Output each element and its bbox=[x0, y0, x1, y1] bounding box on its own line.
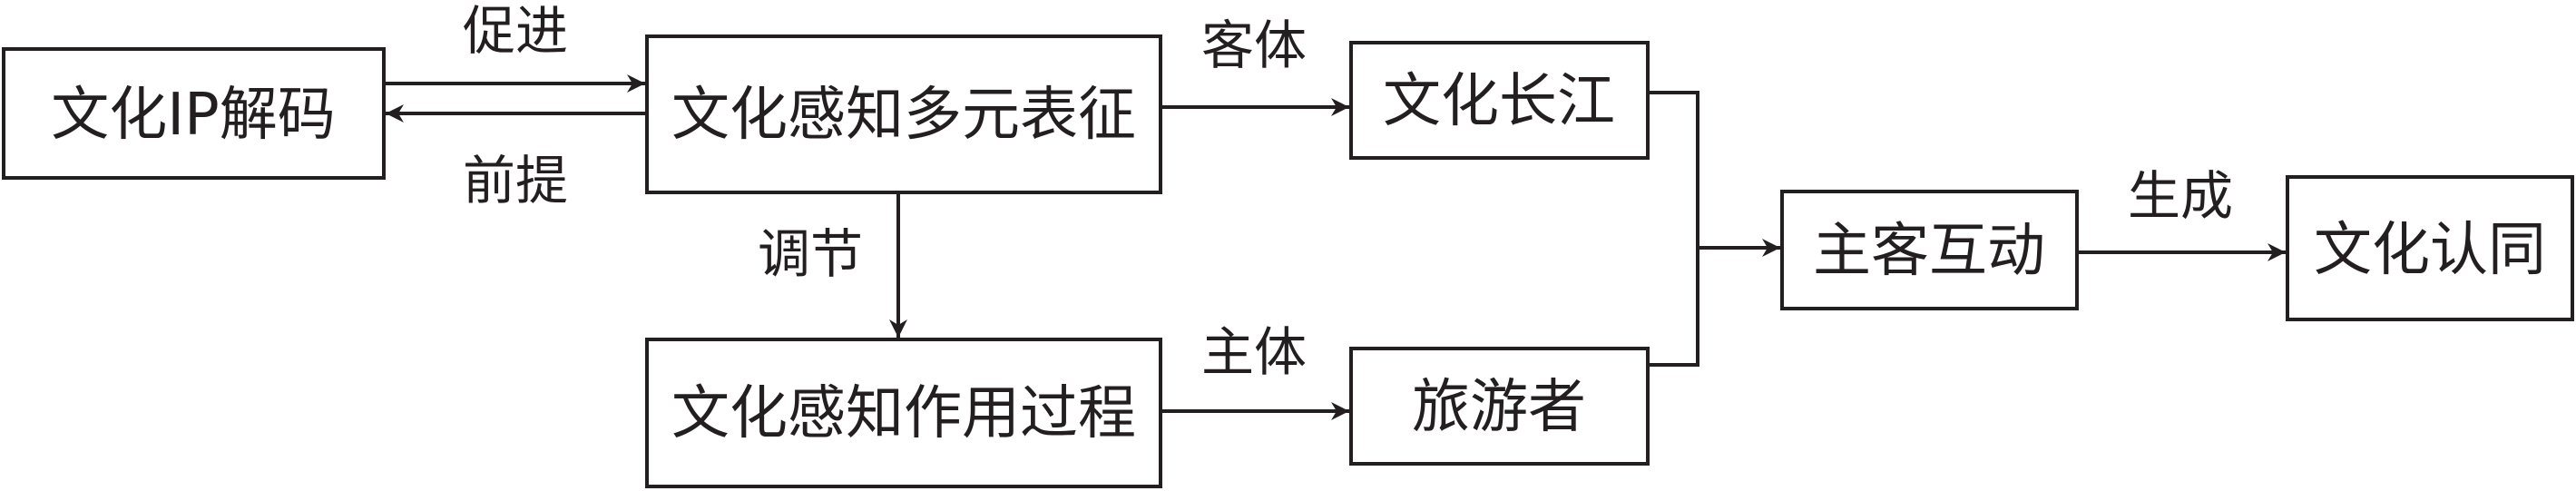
node-perception-process: 文化感知作用过程 bbox=[645, 338, 1162, 488]
node-cultural-identity-label: 文化认同 bbox=[2314, 217, 2546, 284]
edge-label-generate: 生成 bbox=[2128, 165, 2233, 227]
connector-yangtze-merge bbox=[1648, 91, 1699, 248]
node-ip-decoding-label: 文化IP解码 bbox=[51, 82, 335, 149]
node-culture-yangtze: 文化长江 bbox=[1349, 41, 1650, 160]
connector-tourist-merge bbox=[1648, 248, 1699, 367]
edge-label-promote: 促进 bbox=[463, 0, 568, 62]
node-host-guest-interaction-label: 主客互动 bbox=[1813, 218, 2045, 285]
node-ip-decoding: 文化IP解码 bbox=[2, 47, 386, 180]
node-cultural-identity: 文化认同 bbox=[2286, 175, 2574, 321]
edge-label-subject: 主体 bbox=[1201, 321, 1307, 383]
edge-label-regulate: 调节 bbox=[758, 223, 863, 285]
edge-label-premise: 前提 bbox=[463, 150, 568, 211]
node-perception-representation: 文化感知多元表征 bbox=[645, 34, 1162, 194]
node-perception-process-label: 文化感知作用过程 bbox=[671, 380, 1136, 447]
edge-label-object: 客体 bbox=[1201, 15, 1307, 76]
node-culture-yangtze-label: 文化长江 bbox=[1383, 68, 1615, 135]
node-host-guest-interaction: 主客互动 bbox=[1780, 190, 2079, 310]
node-tourist: 旅游者 bbox=[1349, 347, 1650, 466]
node-perception-representation-label: 文化感知多元表征 bbox=[671, 82, 1136, 149]
node-tourist-label: 旅游者 bbox=[1412, 374, 1586, 441]
